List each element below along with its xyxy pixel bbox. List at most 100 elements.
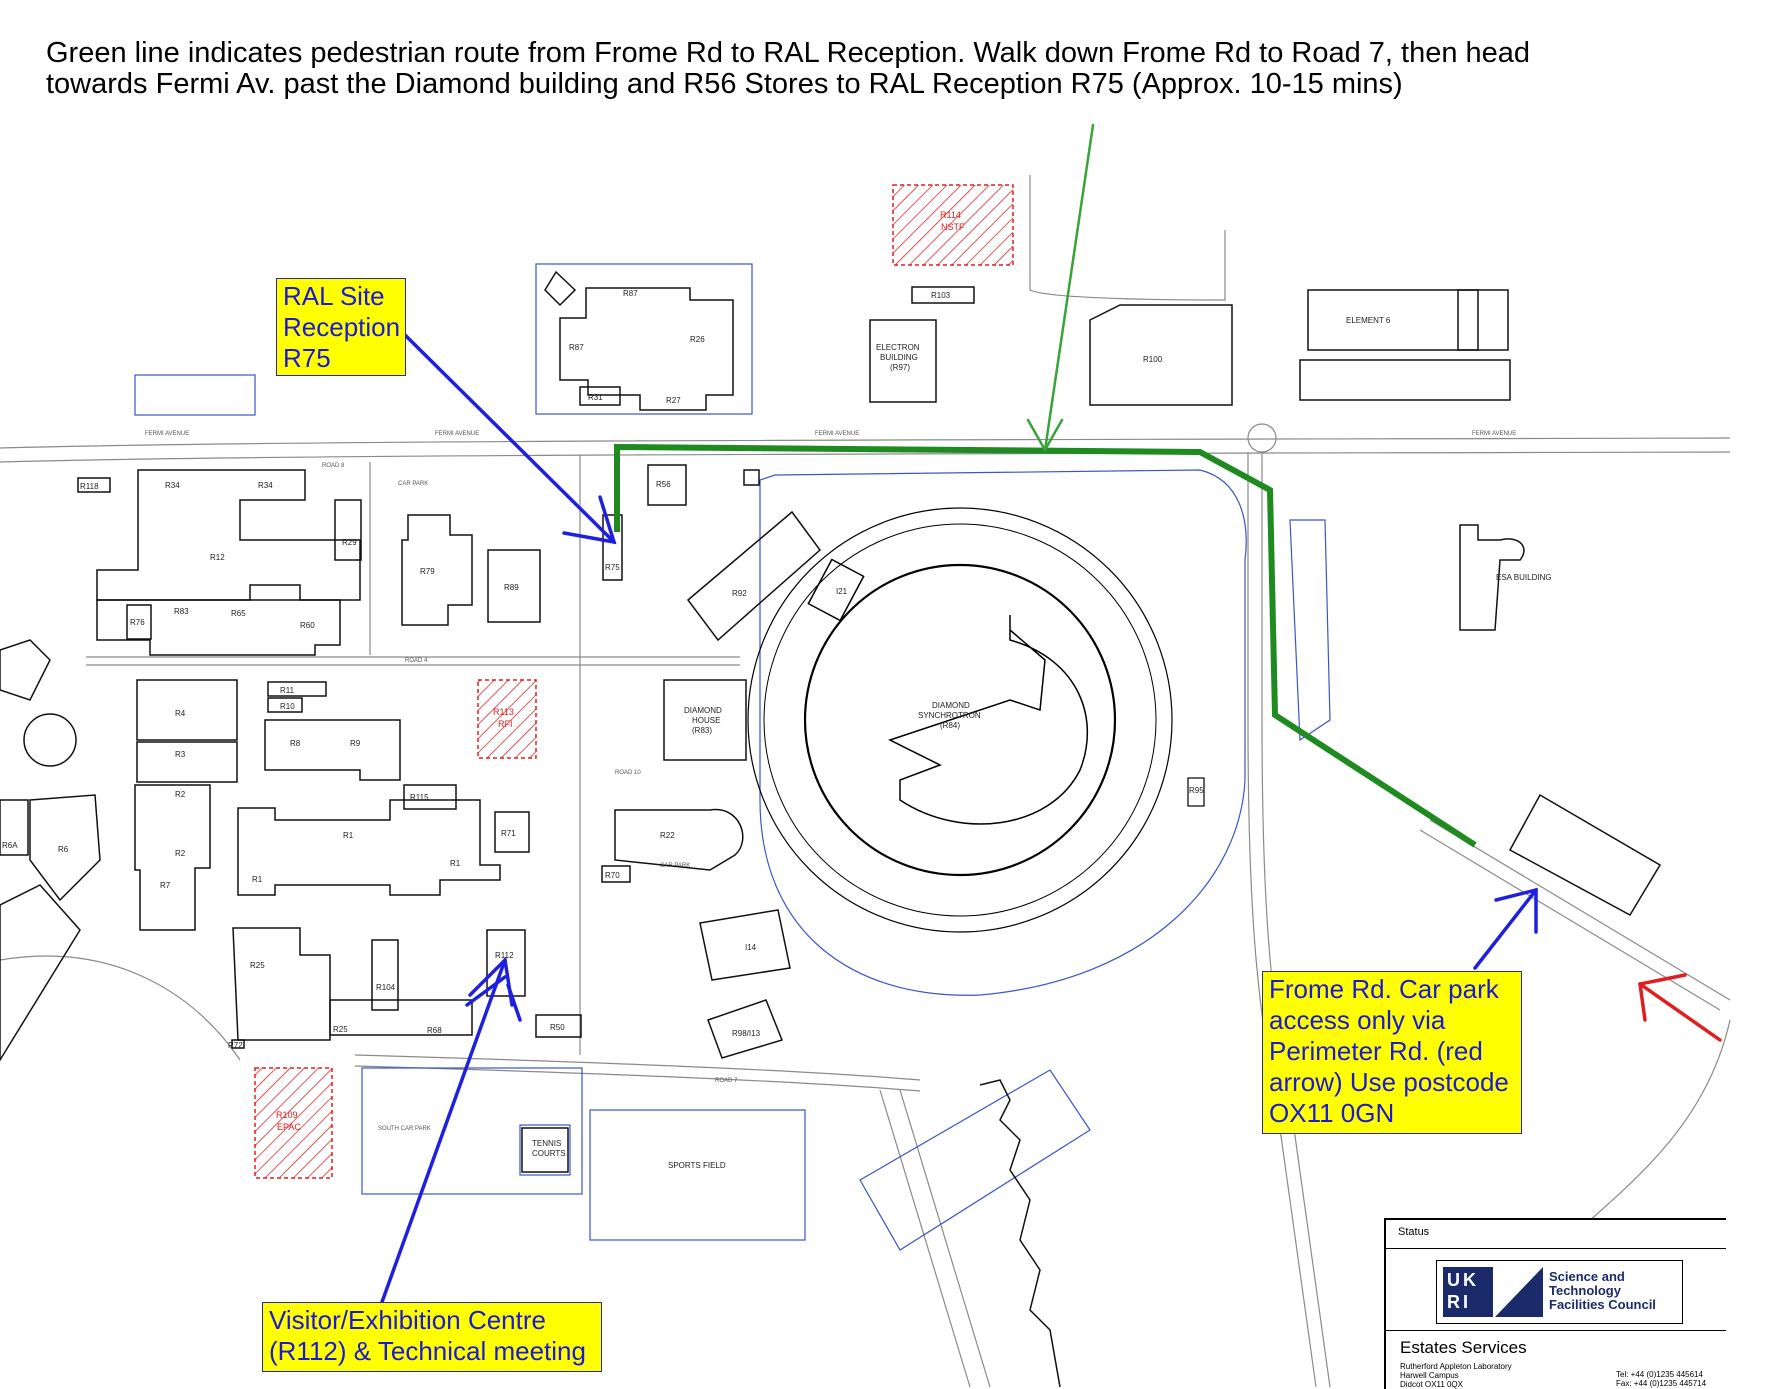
west-campus-bldg <box>0 639 51 701</box>
fermi-avenue-label: FERMI AVENUE <box>145 431 189 437</box>
r113-label: R113 <box>493 707 514 717</box>
r31-label: R31 <box>588 393 603 402</box>
south-road <box>879 1089 971 1387</box>
address-line: Harwell Campus <box>1400 1371 1459 1380</box>
pointer-arrows <box>380 123 1722 1304</box>
frome-callout-line: Frome Rd. Car park <box>1269 974 1499 1004</box>
fermi-avenue-road-edge <box>0 451 1731 463</box>
frome-road <box>1419 829 1721 1011</box>
reception-callout-line: RAL Site <box>283 281 385 311</box>
r34-label: R34 <box>258 481 273 490</box>
r112-building <box>486 929 526 997</box>
r71-label: R71 <box>501 829 516 838</box>
frome-road-edge <box>1429 819 1731 1001</box>
diamond-house-building <box>663 679 747 761</box>
r98-label: R98/I13 <box>732 1029 761 1038</box>
contact-line: Fax: +44 (0)1235 445714 <box>1616 1379 1707 1388</box>
road-7 <box>354 1054 921 1081</box>
r103-label: R103 <box>931 291 951 300</box>
r26-label: R26 <box>690 335 705 344</box>
esa-outline <box>1289 519 1331 742</box>
r65-label: R65 <box>231 609 246 618</box>
contact-line: Tel: +44 (0)1235 445614 <box>1616 1370 1703 1379</box>
estates-services-heading: Estates Services <box>1400 1338 1527 1357</box>
r4-label: R4 <box>175 709 186 718</box>
route-description-line-2: towards Fermi Av. past the Diamond build… <box>46 68 1403 100</box>
r11-label: R11 <box>280 686 295 695</box>
frome-callout-line: Perimeter Rd. (red <box>1269 1036 1483 1066</box>
status-label: Status <box>1398 1226 1430 1238</box>
diamond-synchrotron <box>747 507 1205 933</box>
r75-label: R75 <box>605 563 620 572</box>
r92-building <box>686 510 822 642</box>
r31-building <box>579 386 621 406</box>
west-campus-rotunda <box>23 713 77 767</box>
route-description-line-1: Green line indicates pedestrian route fr… <box>46 37 1531 69</box>
visitor-callout-line: (R112) & Technical meeting <box>269 1336 586 1366</box>
r115-label: R115 <box>410 793 429 802</box>
perimeter-road-edge <box>1247 452 1317 1387</box>
frome-callout-line: access only via <box>1269 1005 1446 1035</box>
road-8-label: ROAD 8 <box>322 463 345 469</box>
r60-label: R60 <box>300 621 315 630</box>
synchrotron-middle-ring <box>763 523 1157 917</box>
route-description: Green line indicates pedestrian route fr… <box>46 38 1686 100</box>
r76-building <box>126 604 152 640</box>
diamond-label: DIAMOND <box>932 701 970 710</box>
fermi-avenue-label: FERMI AVENUE <box>435 431 479 437</box>
visitor-centre-callout: Visitor/Exhibition Centre (R112) & Techn… <box>262 1302 602 1372</box>
road-4-label: ROAD 4 <box>405 658 428 664</box>
r115-building <box>403 784 457 810</box>
r72-building <box>231 1039 245 1049</box>
frome-car-park <box>1508 793 1662 917</box>
r68-label: R68 <box>427 1026 442 1035</box>
r118-label: R118 <box>80 482 99 491</box>
reception-arrow <box>403 333 617 545</box>
road-7-edge <box>354 1065 921 1092</box>
tennis-courts-label: TENNIS <box>532 1139 561 1148</box>
title-block: Status U K R I Science and Technology Fa… <box>1384 1218 1726 1389</box>
electron-building-label: ELECTRON <box>876 343 920 352</box>
element-6-label: ELEMENT 6 <box>1346 316 1391 325</box>
roads <box>0 175 1731 1387</box>
r87-label: R87 <box>623 289 638 298</box>
r1-label: R1 <box>343 831 354 840</box>
site-outlines <box>134 263 1331 1251</box>
i21-beamline <box>807 558 865 622</box>
diamond-house-label: DIAMOND <box>684 706 722 715</box>
south-car-park-label: SOUTH CAR PARK <box>378 1126 431 1132</box>
r109-label: R109 <box>276 1110 298 1120</box>
reception-callout-line: R75 <box>283 343 331 373</box>
address: Rutherford Appleton Laboratory Harwell C… <box>1400 1362 1580 1389</box>
esa-building <box>1459 524 1525 631</box>
pedestrian-route <box>614 443 1477 848</box>
south-road-edge <box>899 1089 991 1387</box>
ukri-logo-mark: U K R I <box>1443 1267 1493 1317</box>
r34-label: R34 <box>165 481 180 490</box>
r79-label: R79 <box>420 567 435 576</box>
tennis-courts-label: COURTS <box>532 1149 566 1158</box>
r89-building <box>487 549 541 623</box>
north-compound-outline <box>535 263 753 415</box>
r3-label: R3 <box>175 750 186 759</box>
r70-label: R70 <box>605 871 620 880</box>
address-line: Didcot OX11 0QX <box>1400 1380 1463 1389</box>
south-residential-strip <box>979 1079 1061 1387</box>
i14-building <box>699 909 791 981</box>
r50-label: R50 <box>550 1023 565 1032</box>
r2-label: R2 <box>175 790 186 799</box>
r12-label: R12 <box>210 553 225 562</box>
r3-building <box>136 741 238 783</box>
r56-building <box>647 464 687 506</box>
tennis-courts <box>521 1127 569 1173</box>
r29-label: R29 <box>342 538 357 547</box>
visitor-centre-arrow <box>380 956 522 1304</box>
r50-building <box>535 1014 582 1038</box>
reception-callout-line: Reception <box>283 312 401 342</box>
contact: Tel: +44 (0)1235 445614 Fax: +44 (0)1235… <box>1616 1370 1724 1388</box>
r87-r26-complex <box>559 287 734 411</box>
roundabout <box>1247 423 1277 453</box>
r6-building <box>29 794 101 902</box>
r6a-building <box>0 799 29 856</box>
r89-label: R89 <box>504 583 519 592</box>
